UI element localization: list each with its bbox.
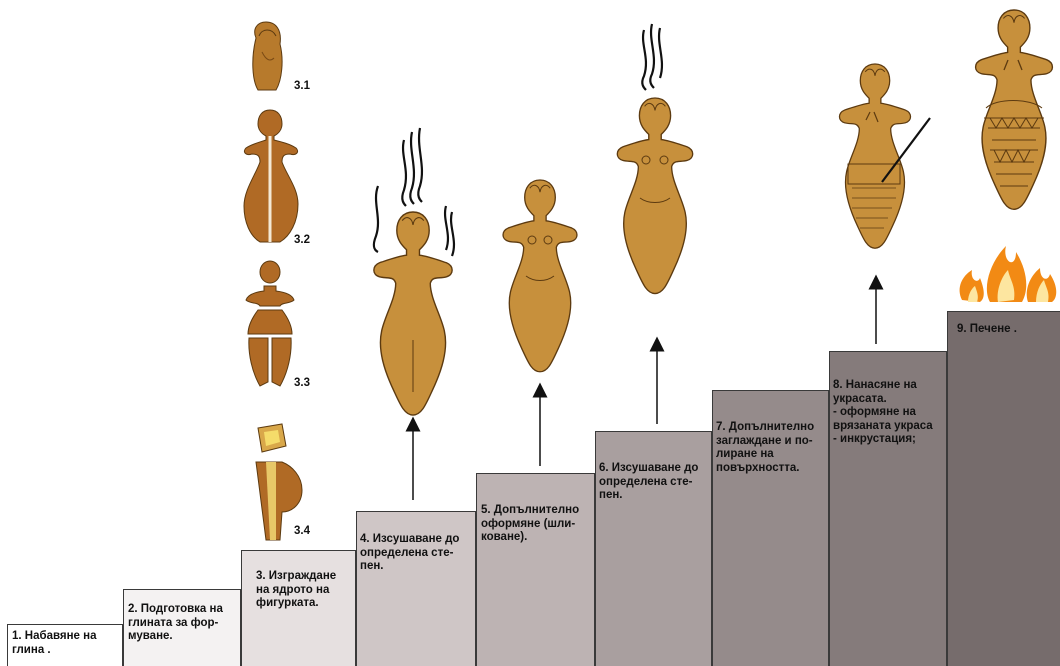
figurine-step-4-icon (374, 212, 452, 415)
steam-icon (642, 24, 662, 90)
figurine-step-6-icon (617, 98, 692, 294)
figurine-step-9-icon (976, 10, 1053, 209)
fire-icon (960, 246, 1057, 302)
figurine-step-8-icon (839, 64, 930, 248)
figurine-3-4-icon (256, 424, 302, 540)
figurine-3-1-icon (253, 22, 282, 90)
figurine-3-3-icon (246, 261, 294, 386)
figurine-step-5-icon (503, 180, 577, 372)
figurine-3-2-icon (244, 110, 298, 242)
